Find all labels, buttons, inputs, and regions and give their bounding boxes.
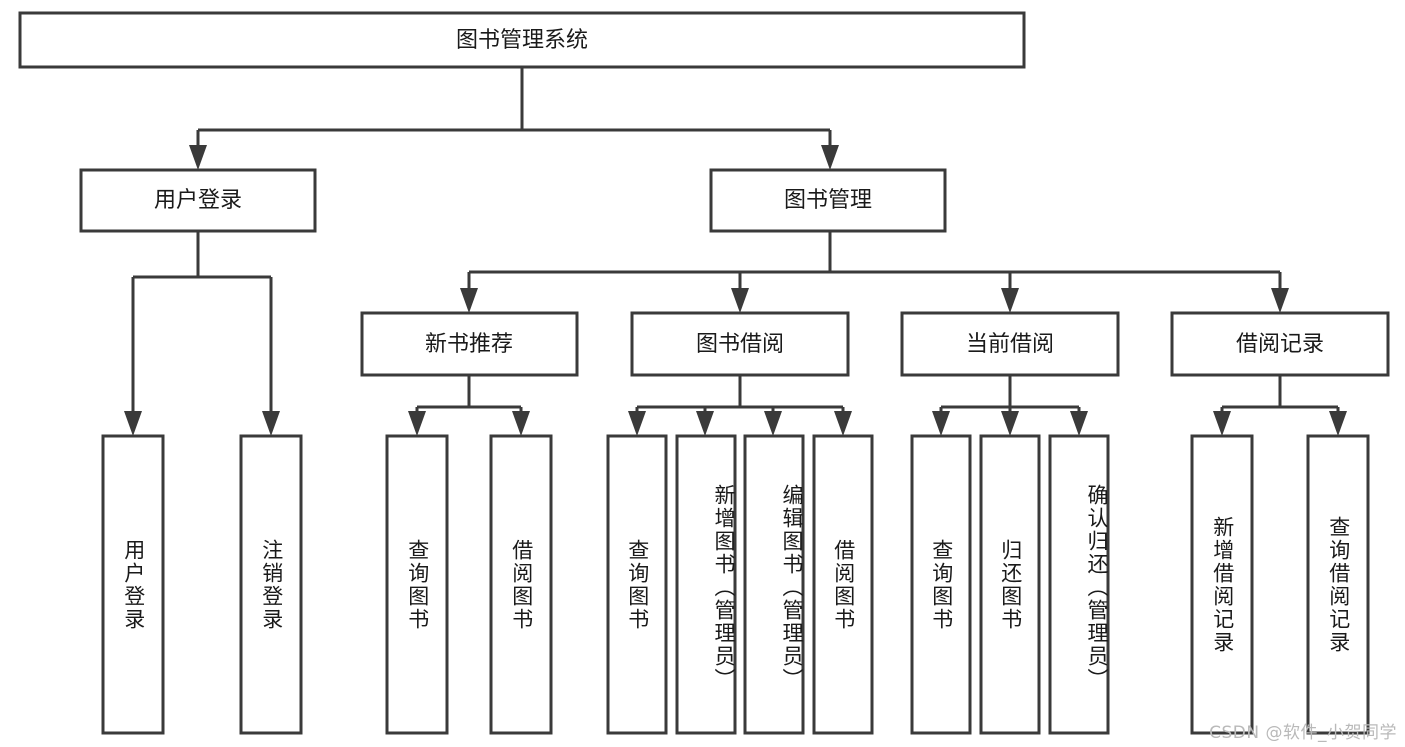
nodes-layer: 图书管理系统 用户登录 图书管理 新书推荐 图书借阅 当前借阅 借阅记录 — [18, 11, 1390, 735]
arrow-to-leaf-logout — [262, 411, 280, 436]
csdn-watermark: CSDN @软件_小贺同学 — [1209, 723, 1397, 743]
arrow-to-user-login — [189, 145, 207, 170]
node-leaf-query-book-3[interactable] — [910, 434, 972, 735]
node-leaf-edit-book[interactable] — [743, 434, 805, 735]
node-user-login[interactable] — [79, 168, 317, 233]
node-user-login-label: 用户登录 — [154, 188, 242, 213]
arrow-to-leaf-return-book — [1001, 411, 1019, 436]
node-leaf-borrow-book-1[interactable] — [489, 434, 553, 735]
arrow-to-leaf-query-book-2 — [628, 411, 646, 436]
arrow-to-leaf-add-record — [1213, 411, 1231, 436]
arrow-to-current-borrow — [1001, 288, 1019, 313]
arrow-to-leaf-borrow-book-1 — [512, 411, 530, 436]
arrow-to-book-manage — [821, 145, 839, 170]
arrow-to-leaf-edit-book — [764, 411, 782, 436]
arrow-to-book-borrow — [731, 288, 749, 313]
node-root[interactable] — [18, 11, 1026, 69]
node-book-borrow-label: 图书借阅 — [696, 332, 784, 357]
node-leaf-query-book-1[interactable] — [385, 434, 449, 735]
node-leaf-borrow-book-2[interactable] — [812, 434, 874, 735]
node-leaf-user-login[interactable] — [101, 434, 165, 735]
arrow-to-leaf-query-record — [1329, 411, 1347, 436]
arrow-to-borrow-record — [1271, 288, 1289, 313]
arrow-to-leaf-query-book-3 — [932, 411, 950, 436]
node-new-book-recommend-label: 新书推荐 — [425, 332, 513, 357]
connectors-layer — [124, 67, 1347, 436]
node-borrow-record[interactable] — [1170, 311, 1390, 377]
arrow-to-new-book-recommend — [460, 288, 478, 313]
node-current-borrow-label: 当前借阅 — [966, 332, 1054, 357]
node-book-manage[interactable] — [709, 168, 947, 233]
arrow-to-leaf-confirm-return — [1070, 411, 1088, 436]
node-current-borrow[interactable] — [900, 311, 1120, 377]
arrow-to-leaf-query-book-1 — [408, 411, 426, 436]
node-leaf-add-record[interactable] — [1190, 434, 1254, 735]
arrow-to-leaf-add-book — [696, 411, 714, 436]
arrow-to-leaf-user-login — [124, 411, 142, 436]
node-leaf-add-book[interactable] — [675, 434, 737, 735]
node-leaf-query-book-2[interactable] — [606, 434, 668, 735]
node-book-manage-label: 图书管理 — [784, 188, 872, 213]
node-leaf-query-record[interactable] — [1306, 434, 1370, 735]
node-new-book-recommend[interactable] — [360, 311, 579, 377]
node-root-label: 图书管理系统 — [456, 28, 588, 53]
arrow-to-leaf-borrow-book-2 — [834, 411, 852, 436]
node-book-borrow[interactable] — [630, 311, 850, 377]
node-leaf-confirm-return[interactable] — [1048, 434, 1110, 735]
node-leaf-logout[interactable] — [239, 434, 303, 735]
node-borrow-record-label: 借阅记录 — [1236, 332, 1324, 357]
node-leaf-return-book[interactable] — [979, 434, 1041, 735]
